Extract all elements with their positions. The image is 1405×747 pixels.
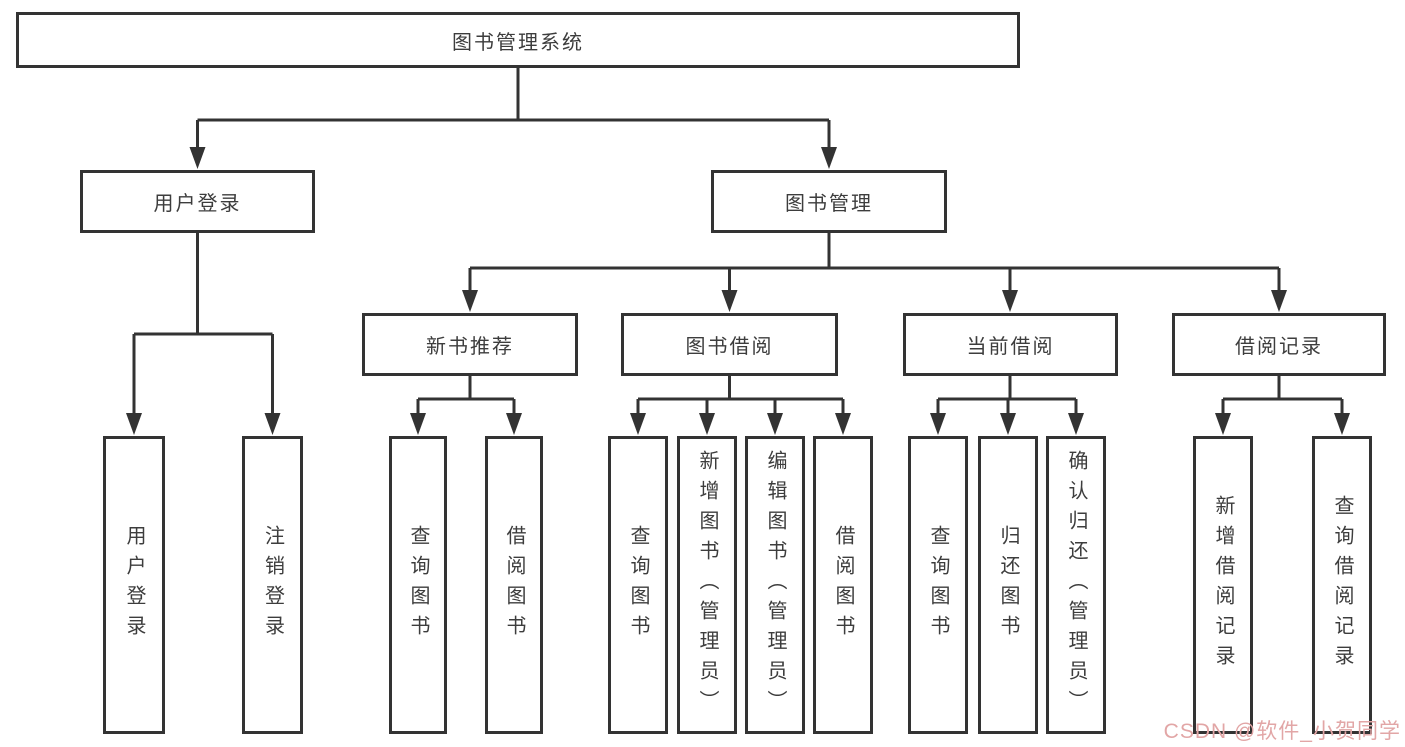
node-user-login-label: 用户登录: [153, 193, 242, 215]
csdn-watermark: CSDN @软件_小贺同学: [1163, 720, 1401, 743]
node-user-login: 用户登录: [80, 170, 315, 233]
node-book-borrow-label: 图书借阅: [685, 336, 774, 358]
leaf-query-books-borrow: 查询图书: [608, 436, 668, 734]
leaf-edit-books-admin-label: 编辑图书（管理员）: [764, 450, 786, 720]
leaf-user-login-label: 用户登录: [123, 525, 145, 645]
node-new-book-recommend: 新书推荐: [362, 313, 578, 376]
node-book-management-label: 图书管理: [785, 193, 873, 215]
connector-book-management: [468, 233, 1281, 292]
node-book-borrow: 图书借阅: [621, 313, 838, 376]
node-root-system: 图书管理系统: [16, 12, 1020, 68]
leaf-return-books: 归还图书: [978, 436, 1038, 734]
leaf-edit-books-admin: 编辑图书（管理员）: [745, 436, 805, 734]
leaf-logout-label: 注销登录: [261, 525, 284, 645]
leaf-confirm-return-admin: 确认归还（管理员）: [1046, 436, 1106, 734]
node-borrow-records: 借阅记录: [1172, 313, 1386, 376]
node-current-borrow-label: 当前借阅: [966, 336, 1055, 358]
connector-current-borrow: [936, 376, 1078, 415]
connector-new-book-recommend: [416, 376, 516, 415]
node-current-borrow: 当前借阅: [903, 313, 1118, 376]
leaf-query-books-borrow-label: 查询图书: [627, 525, 649, 645]
connector-root: [196, 68, 831, 149]
leaf-logout: 注销登录: [242, 436, 303, 734]
node-root-label: 图书管理系统: [452, 31, 584, 54]
leaf-query-borrow-record: 查询借阅记录: [1312, 436, 1372, 734]
leaf-borrow-books: 借阅图书: [813, 436, 873, 734]
leaf-query-books-recommend-label: 查询图书: [407, 525, 429, 645]
leaf-return-books-label: 归还图书: [997, 525, 1019, 645]
connector-book-borrow: [636, 376, 845, 415]
leaf-query-books-current-label: 查询图书: [927, 525, 949, 645]
leaf-borrow-books-label: 借阅图书: [832, 525, 854, 645]
leaf-add-books-admin: 新增图书（管理员）: [677, 436, 737, 734]
connector-user-login: [132, 233, 274, 415]
leaf-borrow-books-recommend-label: 借阅图书: [503, 525, 525, 645]
node-borrow-records-label: 借阅记录: [1235, 336, 1323, 358]
node-new-book-recommend-label: 新书推荐: [426, 336, 514, 358]
leaf-add-borrow-record: 新增借阅记录: [1193, 436, 1253, 734]
node-book-management: 图书管理: [711, 170, 947, 233]
leaf-query-books-recommend: 查询图书: [389, 436, 447, 734]
leaf-confirm-return-admin-label: 确认归还（管理员）: [1065, 450, 1087, 720]
leaf-add-books-admin-label: 新增图书（管理员）: [696, 450, 718, 720]
leaf-user-login: 用户登录: [103, 436, 165, 734]
connector-borrow-records: [1221, 376, 1344, 415]
leaf-query-books-current: 查询图书: [908, 436, 968, 734]
leaf-borrow-books-recommend: 借阅图书: [485, 436, 543, 734]
leaf-add-borrow-record-label: 新增借阅记录: [1212, 495, 1234, 675]
leaf-query-borrow-record-label: 查询借阅记录: [1331, 495, 1353, 675]
